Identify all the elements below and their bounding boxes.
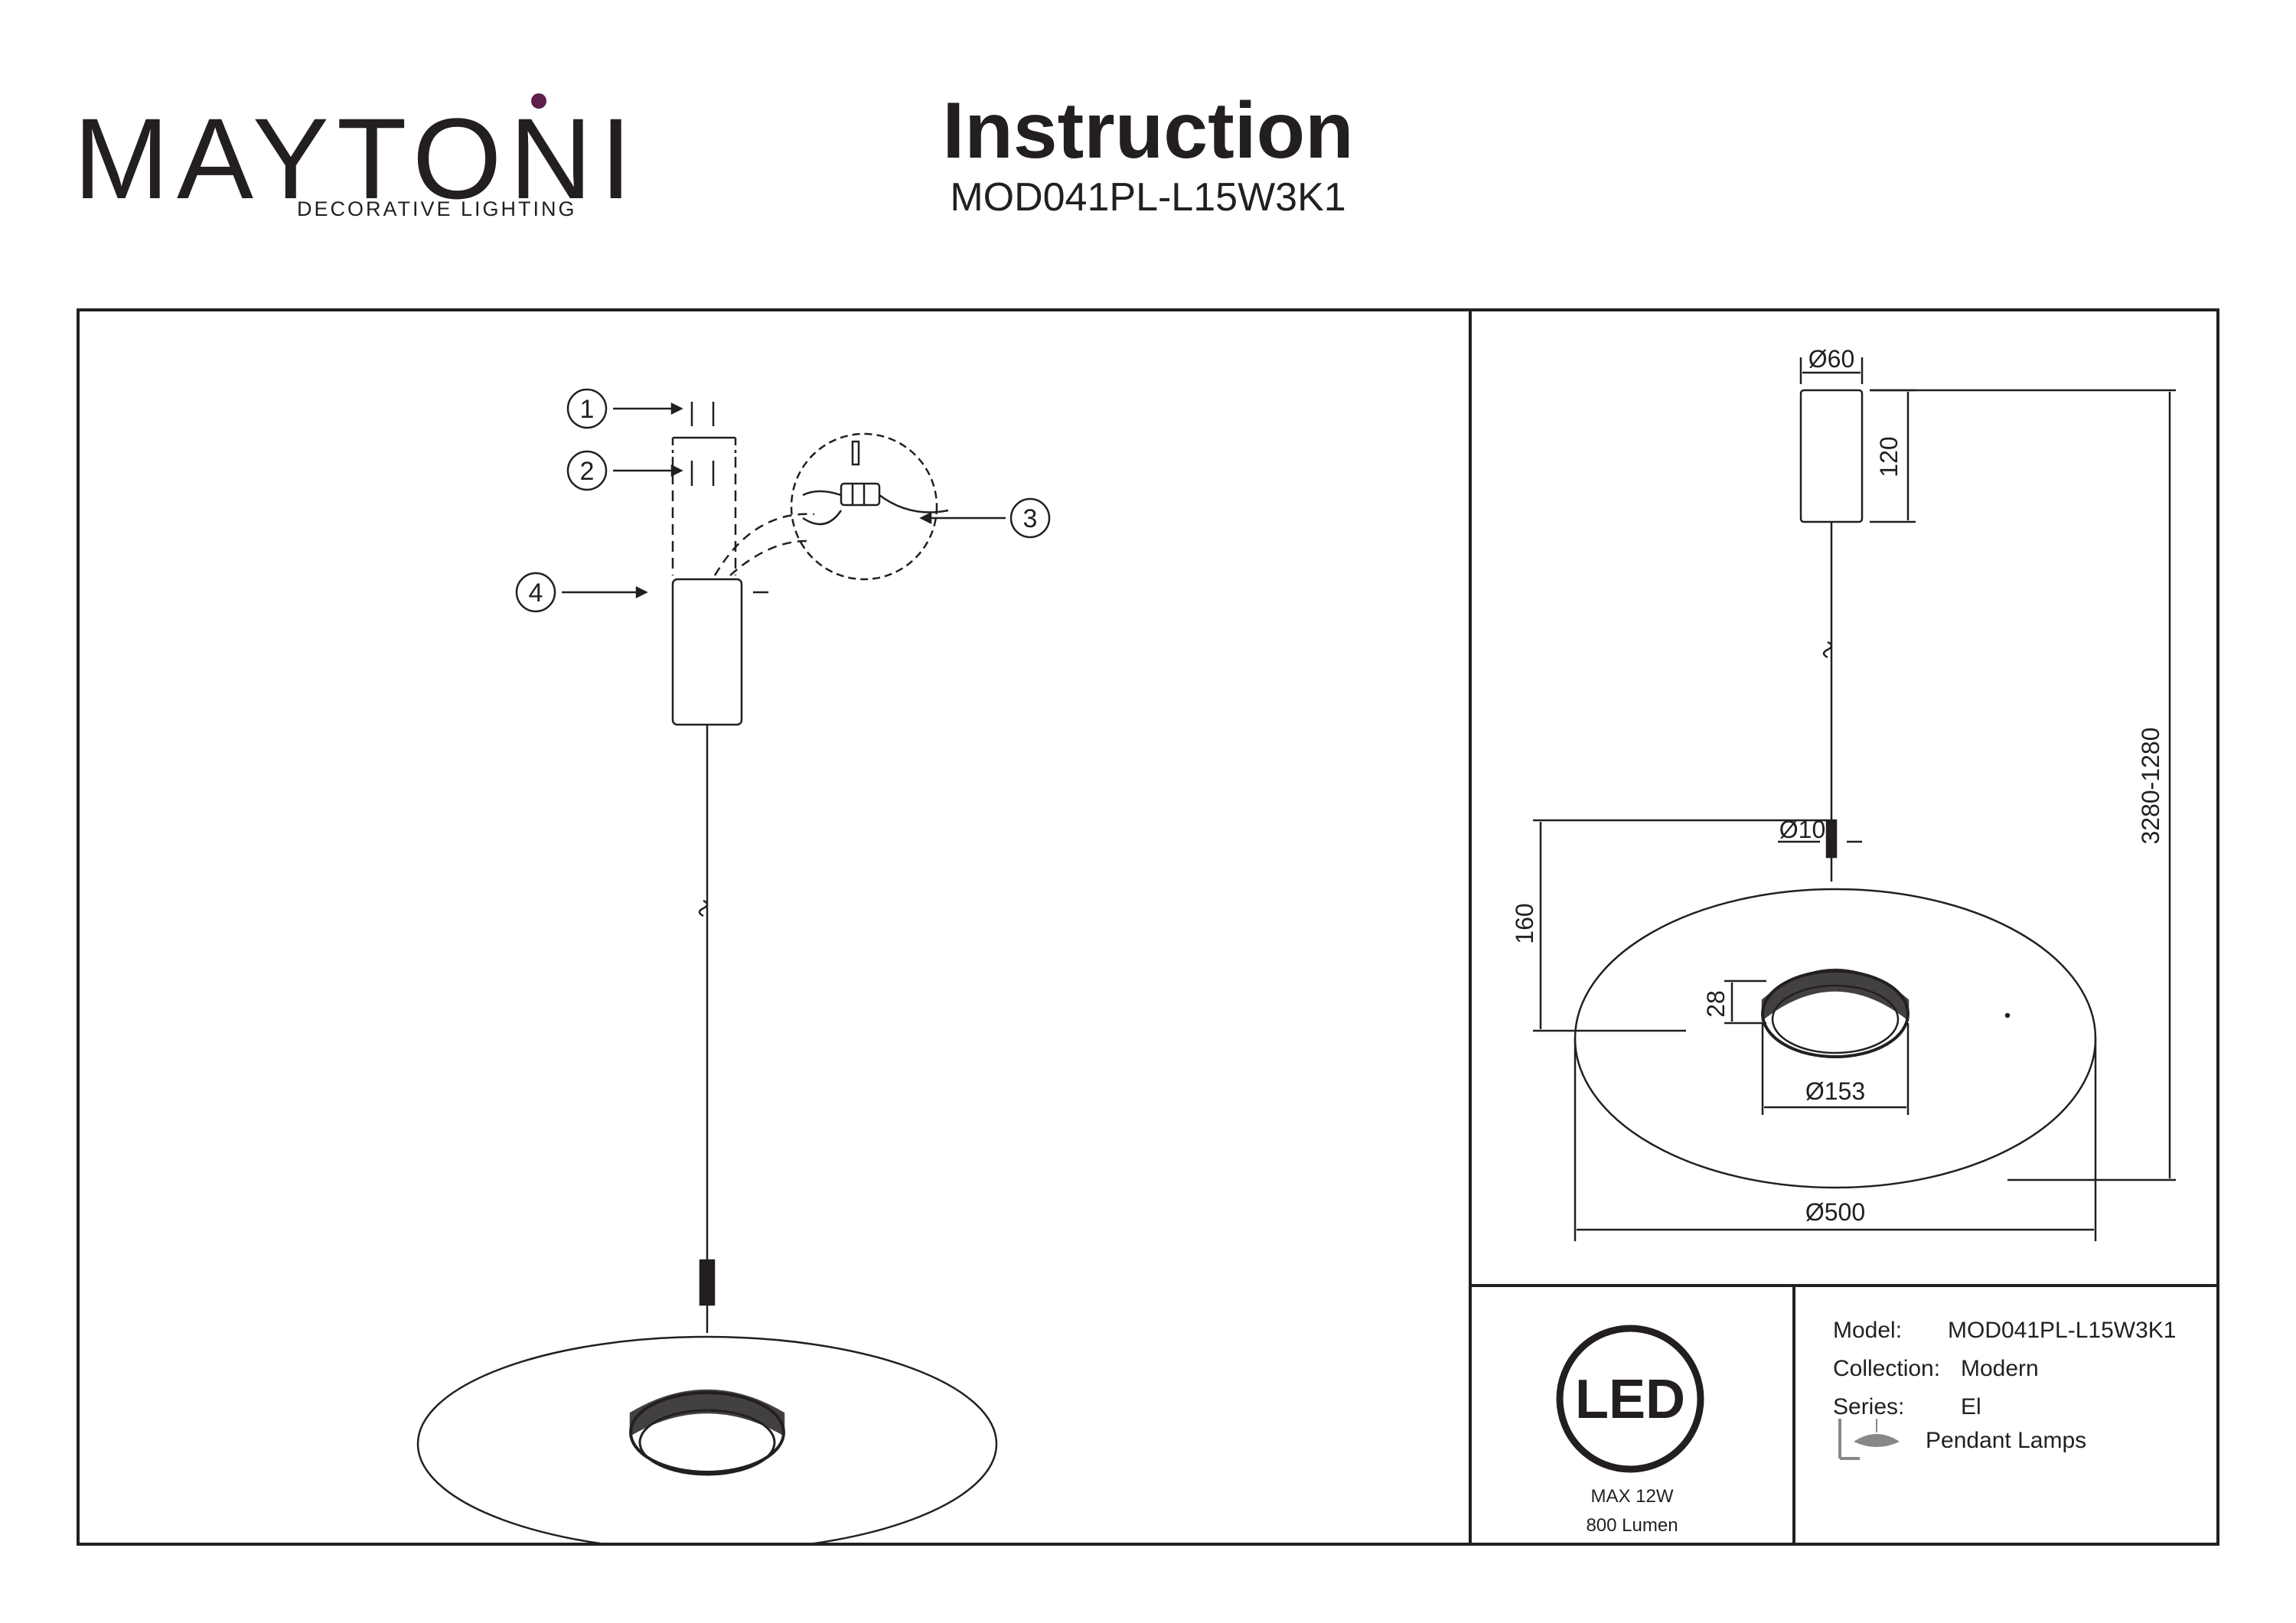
led-power: MAX 12W — [1590, 1486, 1674, 1507]
frame-divider-vertical — [1469, 308, 1472, 1546]
brand-tagline: DECORATIVE LIGHTING — [297, 197, 577, 220]
callout-label-1: 1 — [580, 395, 595, 424]
dimension-drawing: Ø60 120 3280-1280 Ø10 160 28 Ø153 Ø500 — [1511, 345, 2176, 1241]
pendant-lamp-icon — [1838, 1419, 1900, 1460]
frame-divider-info — [1792, 1284, 1795, 1546]
callout-circle-3 — [1009, 497, 1051, 539]
canopy-body — [671, 578, 743, 726]
dim-cable-diameter: Ø10 — [1779, 816, 1825, 843]
dim-canopy-height: 120 — [1875, 436, 1903, 477]
led-lumen: 800 Lumen — [1586, 1515, 1678, 1536]
spec-model-value: MOD041PL-L15W3K1 — [1948, 1318, 2177, 1343]
frame-divider-horizontal — [1469, 1284, 2219, 1287]
callout-label-3: 3 — [1023, 504, 1038, 533]
callout-label-2: 2 — [580, 457, 595, 486]
spec-model-label: Model: — [1833, 1318, 1903, 1343]
dim-shade-diameter: Ø500 — [1805, 1198, 1865, 1226]
callout-circle-4 — [515, 572, 556, 613]
drawing-frame — [77, 308, 2219, 1546]
dim-ring-height: 28 — [1702, 990, 1730, 1018]
installation-drawing: 1 2 3 4 — [416, 388, 1051, 1543]
lamp-shade — [416, 1335, 998, 1543]
spec-type-value: Pendant Lamps — [1926, 1428, 2087, 1453]
dim-ring-diameter: Ø153 — [1805, 1077, 1865, 1105]
spec-series-label: Series: — [1833, 1394, 1905, 1419]
callout-circle-2 — [566, 450, 608, 491]
spec-series-value: El — [1961, 1394, 1981, 1419]
spec-collection-label: Collection: — [1833, 1356, 1941, 1381]
led-badge-label: LED — [1575, 1369, 1685, 1430]
dim-canopy-diameter: Ø60 — [1808, 345, 1854, 373]
wiring-detail-circle — [790, 432, 938, 581]
dim-body-height: 160 — [1511, 903, 1538, 943]
brand-logo: MAYTONI — [73, 94, 640, 223]
callout-circle-1 — [566, 388, 608, 429]
led-badge-icon: LED — [1556, 1325, 1704, 1473]
spec-collection-value: Modern — [1961, 1356, 2039, 1381]
shade-outline — [1574, 888, 2097, 1189]
dim-total-height: 3280-1280 — [2137, 727, 2164, 844]
model-subtitle: MOD041PL-L15W3K1 — [950, 175, 1346, 220]
canopy-outline — [1799, 389, 1864, 523]
page-title: Instruction — [942, 86, 1354, 175]
brand-logo-accent-dot — [531, 93, 546, 109]
callout-label-4: 4 — [529, 578, 543, 608]
